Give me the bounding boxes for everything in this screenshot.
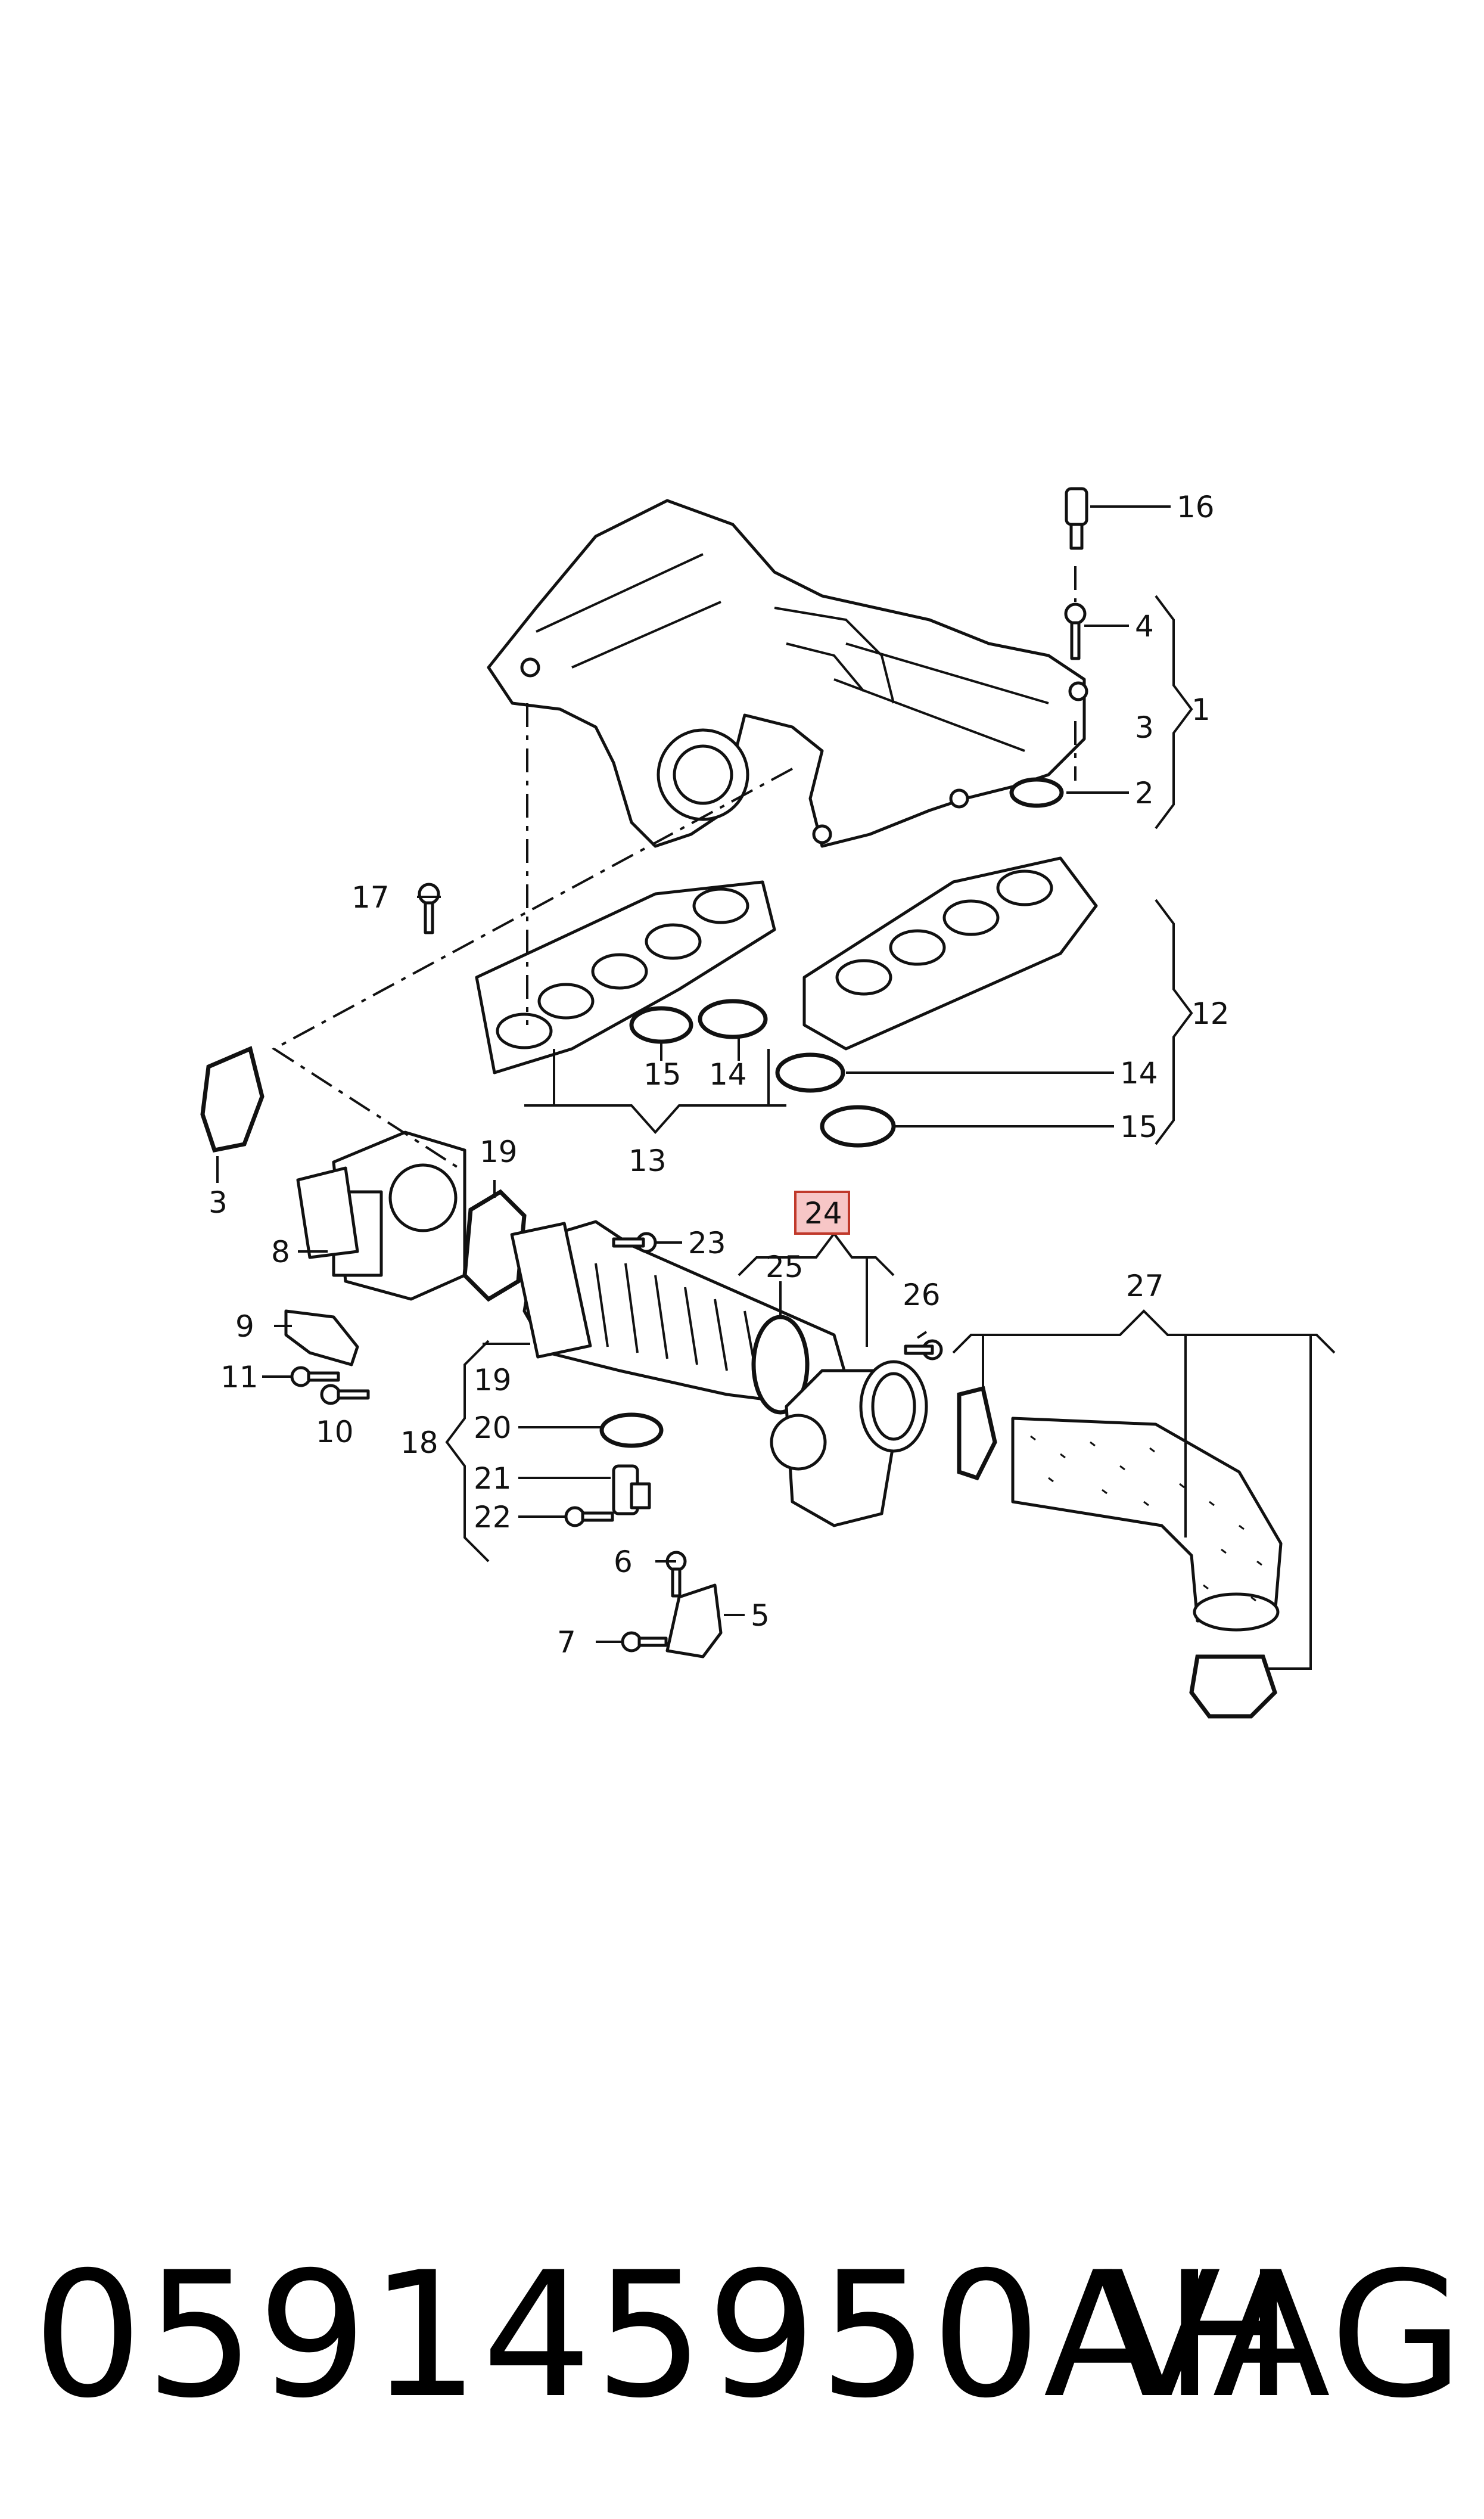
seal-ring-15b (820, 1105, 896, 1148)
bolt-10 (320, 1384, 370, 1405)
callout-24: 24 (804, 1196, 842, 1231)
seal-ring-14a (698, 999, 768, 1039)
gasket-3 (200, 1046, 265, 1153)
seal-ring-14b (775, 1052, 845, 1093)
callout-3a: 3 (1135, 710, 1154, 745)
intake-manifold (487, 499, 1088, 848)
bracket-5 (665, 1583, 723, 1658)
callout-15b: 15 (1120, 1110, 1158, 1144)
hose-clamp-b (1189, 1654, 1278, 1719)
callout-21: 21 (474, 1461, 512, 1496)
bolt-16 (1065, 487, 1088, 550)
callout-2: 2 (1135, 776, 1154, 810)
bolt-17 (418, 883, 440, 934)
callout-5: 5 (751, 1598, 770, 1633)
gasket-19a (462, 1189, 527, 1302)
hose-clamp-a (957, 1386, 997, 1481)
callout-3b: 3 (209, 1185, 228, 1220)
callout-6: 6 (614, 1545, 633, 1579)
callout-9: 9 (235, 1309, 254, 1344)
callout-labels: 16 4 3 1 2 17 12 14 15 15 14 13 3 19 8 9… (209, 490, 1230, 1660)
callout-20: 20 (474, 1411, 512, 1445)
bracket-9 (284, 1309, 359, 1366)
hose-27 (1011, 1417, 1283, 1632)
seal-ring-2 (1009, 777, 1064, 808)
callout-12: 12 (1191, 996, 1230, 1031)
part-number: 059145950AH (33, 2235, 1297, 2436)
bolt-23 (612, 1232, 657, 1253)
sensor-21 (612, 1464, 651, 1515)
callout-1: 1 (1191, 692, 1211, 727)
callout-16: 16 (1177, 490, 1215, 524)
bolt-26 (904, 1339, 943, 1361)
callout-19b: 19 (474, 1363, 512, 1397)
seal-ring-20 (599, 1412, 664, 1448)
highlight-box-24 (794, 1191, 850, 1235)
egr-valve-8 (296, 1130, 466, 1301)
gasket-13 (475, 880, 776, 1074)
callout-27: 27 (1126, 1269, 1164, 1303)
callout-15a: 15 (643, 1057, 682, 1092)
callout-14a: 14 (709, 1057, 747, 1092)
callout-14b: 14 (1120, 1056, 1158, 1091)
brand-name: VAG (1103, 2235, 1466, 2436)
callout-7: 7 (557, 1625, 576, 1660)
bolt-7 (621, 1631, 668, 1653)
callout-23: 23 (688, 1226, 726, 1260)
callout-19a: 19 (480, 1135, 518, 1169)
bolt-22 (564, 1506, 614, 1527)
alignment-line-b (272, 768, 793, 1169)
callout-25: 25 (766, 1250, 804, 1284)
callout-18: 18 (400, 1425, 438, 1460)
footer: 059145950AH VAG (0, 2241, 1484, 2431)
parts-diagram: 16 4 3 1 2 17 12 14 15 15 14 13 3 19 8 9… (200, 487, 1336, 1719)
seal-ring-15a (629, 1006, 693, 1044)
throttle-body-24 (770, 1360, 928, 1527)
callout-8: 8 (271, 1235, 290, 1269)
callout-11: 11 (220, 1360, 259, 1394)
callout-4: 4 (1135, 609, 1154, 644)
callout-10: 10 (316, 1415, 354, 1449)
gasket-12 (802, 856, 1098, 1051)
callout-26: 26 (903, 1278, 941, 1312)
bolt-6 (665, 1551, 687, 1598)
leader-lines (216, 505, 1336, 1670)
bolt-11 (290, 1366, 340, 1387)
callout-13: 13 (629, 1144, 667, 1178)
bolt-4 (1064, 602, 1087, 660)
callout-17: 17 (351, 880, 390, 915)
callout-22: 22 (474, 1500, 512, 1535)
